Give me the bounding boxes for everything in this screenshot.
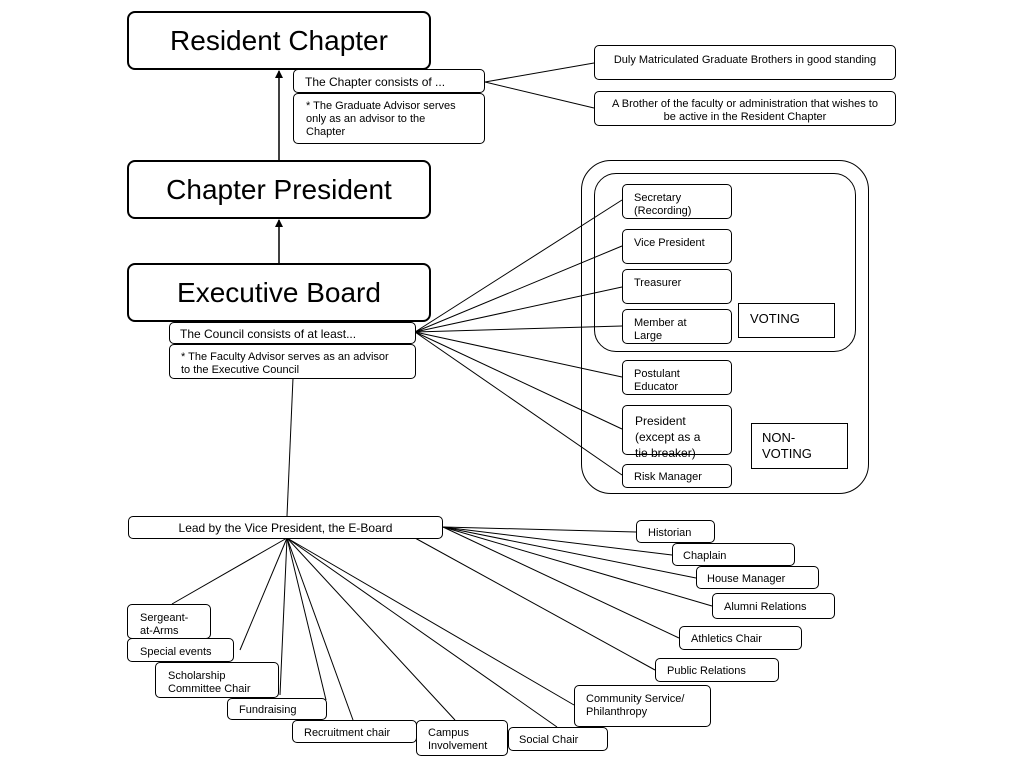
chair-fundraising: Fundraising <box>227 698 327 720</box>
chair-campus-involvement-label: Campus Involvement <box>428 727 488 752</box>
connector-athletics-chair <box>442 526 680 639</box>
chair-scholarship-label: Scholarship Committee Chair <box>168 670 251 695</box>
council-vice-president-label: Vice President <box>634 237 705 249</box>
chair-community-service: Community Service/ Philanthropy <box>574 685 711 727</box>
council-consists-text: The Council consists of at least... <box>180 327 357 341</box>
non-voting-label-box: NON- VOTING <box>751 423 848 469</box>
chair-historian: Historian <box>636 520 715 543</box>
chapter-president-box: Chapter President <box>127 160 431 219</box>
connector-alumni-relations <box>442 526 713 607</box>
council-president-label: President (except as a tie breaker) <box>635 414 701 460</box>
chair-fundraising-label: Fundraising <box>239 704 297 716</box>
connector-fundraising <box>286 537 327 701</box>
voting-inner-frame <box>594 173 856 352</box>
council-secretary-label: Secretary (Recording) <box>634 192 692 217</box>
connector-president <box>414 331 623 430</box>
chair-special-events-label: Special events <box>140 646 212 658</box>
council-outer-frame <box>581 160 869 494</box>
chair-sergeant-at-arms-label: Sergeant- at-Arms <box>140 612 189 637</box>
connector-house-manager <box>442 526 697 579</box>
membership-faculty-brother: A Brother of the faculty or administrati… <box>594 91 896 126</box>
voting-label-box: VOTING <box>738 303 835 338</box>
council-postulant-educator: Postulant Educator <box>622 360 732 395</box>
connector-social-chair <box>286 537 558 728</box>
connector-member-at-large <box>414 325 623 333</box>
chair-alumni-relations: Alumni Relations <box>712 593 835 619</box>
resident-chapter-title: Resident Chapter <box>170 25 388 56</box>
connector-historian <box>442 526 637 533</box>
graduate-advisor-note: * The Graduate Advisor serves only as an… <box>293 93 485 144</box>
chair-public-relations-label: Public Relations <box>667 665 746 677</box>
connector-community-service <box>286 537 575 706</box>
council-risk-manager: Risk Manager <box>622 464 732 488</box>
chapter-consists-text: The Chapter consists of ... <box>305 75 446 89</box>
council-member-at-large: Member at Large <box>622 309 732 344</box>
membership-graduate-brothers: Duly Matriculated Graduate Brothers in g… <box>594 45 896 80</box>
chapter-consists-note: The Chapter consists of ... <box>293 69 485 93</box>
council-president: President (except as a tie breaker) <box>622 405 732 460</box>
eboard-lead-box: Lead by the Vice President, the E-Board <box>128 516 443 539</box>
connector-campus-involvement <box>286 537 456 721</box>
resident-chapter-box: Resident Chapter <box>127 11 431 70</box>
chair-chaplain-label: Chaplain <box>683 550 727 562</box>
connector-public-relations <box>414 537 656 671</box>
chair-special-events: Special events <box>127 638 234 662</box>
chair-athletics: Athletics Chair <box>679 626 802 650</box>
connector-scholarship <box>279 537 288 696</box>
voting-label: VOTING <box>750 311 800 326</box>
chair-house-manager: House Manager <box>696 566 819 589</box>
eboard-lead-label: Lead by the Vice President, the E-Board <box>178 521 393 535</box>
council-risk-manager-label: Risk Manager <box>634 471 702 483</box>
chair-recruitment-label: Recruitment chair <box>304 727 391 739</box>
chair-social: Social Chair <box>508 727 608 751</box>
council-vice-president: Vice President <box>622 229 732 264</box>
connector-chaplain <box>442 526 673 556</box>
graduate-advisor-text: * The Graduate Advisor serves only as an… <box>306 100 456 138</box>
executive-board-box: Executive Board <box>127 263 431 322</box>
chair-house-manager-label: House Manager <box>707 573 786 585</box>
executive-board-title: Executive Board <box>177 277 381 308</box>
faculty-advisor-note: * The Faculty Advisor serves as an advis… <box>169 344 416 379</box>
chair-athletics-label: Athletics Chair <box>691 633 762 645</box>
connector-special-events <box>239 537 288 651</box>
chair-social-label: Social Chair <box>519 734 579 746</box>
connector-membership-2 <box>484 81 595 109</box>
chapter-president-title: Chapter President <box>166 174 392 205</box>
chair-campus-involvement: Campus Involvement <box>416 720 508 756</box>
council-secretary: Secretary (Recording) <box>622 184 732 219</box>
membership-graduate-text: Duly Matriculated Graduate Brothers in g… <box>613 54 877 66</box>
connector-vice-president <box>414 245 623 333</box>
connector-sergeant-at-arms <box>171 537 288 605</box>
chair-historian-label: Historian <box>648 527 692 539</box>
membership-faculty-text: A Brother of the faculty or administrati… <box>612 98 878 123</box>
chair-sergeant-at-arms: Sergeant- at-Arms <box>127 604 211 639</box>
connector-secretary <box>414 199 623 333</box>
council-postulant-educator-label: Postulant Educator <box>634 368 680 393</box>
chair-alumni-relations-label: Alumni Relations <box>724 601 807 613</box>
chair-scholarship: Scholarship Committee Chair <box>155 662 279 698</box>
connector-risk-manager <box>414 331 623 476</box>
council-treasurer: Treasurer <box>622 269 732 304</box>
non-voting-label: NON- VOTING <box>762 430 812 461</box>
connector-recruitment-chair <box>286 537 354 721</box>
chair-chaplain: Chaplain <box>672 543 795 566</box>
connector-treasurer <box>414 286 623 333</box>
connector-membership-1 <box>484 62 595 83</box>
connector-council-to-eboard <box>286 377 294 517</box>
faculty-advisor-text: * The Faculty Advisor serves as an advis… <box>181 351 389 376</box>
council-consists-note: The Council consists of at least... <box>169 322 416 344</box>
chair-community-service-label: Community Service/ Philanthropy <box>586 693 685 718</box>
council-member-at-large-label: Member at Large <box>634 317 687 342</box>
council-treasurer-label: Treasurer <box>634 277 682 289</box>
chair-public-relations: Public Relations <box>655 658 779 682</box>
chair-recruitment: Recruitment chair <box>292 720 417 743</box>
connector-postulant-educator <box>414 331 623 378</box>
